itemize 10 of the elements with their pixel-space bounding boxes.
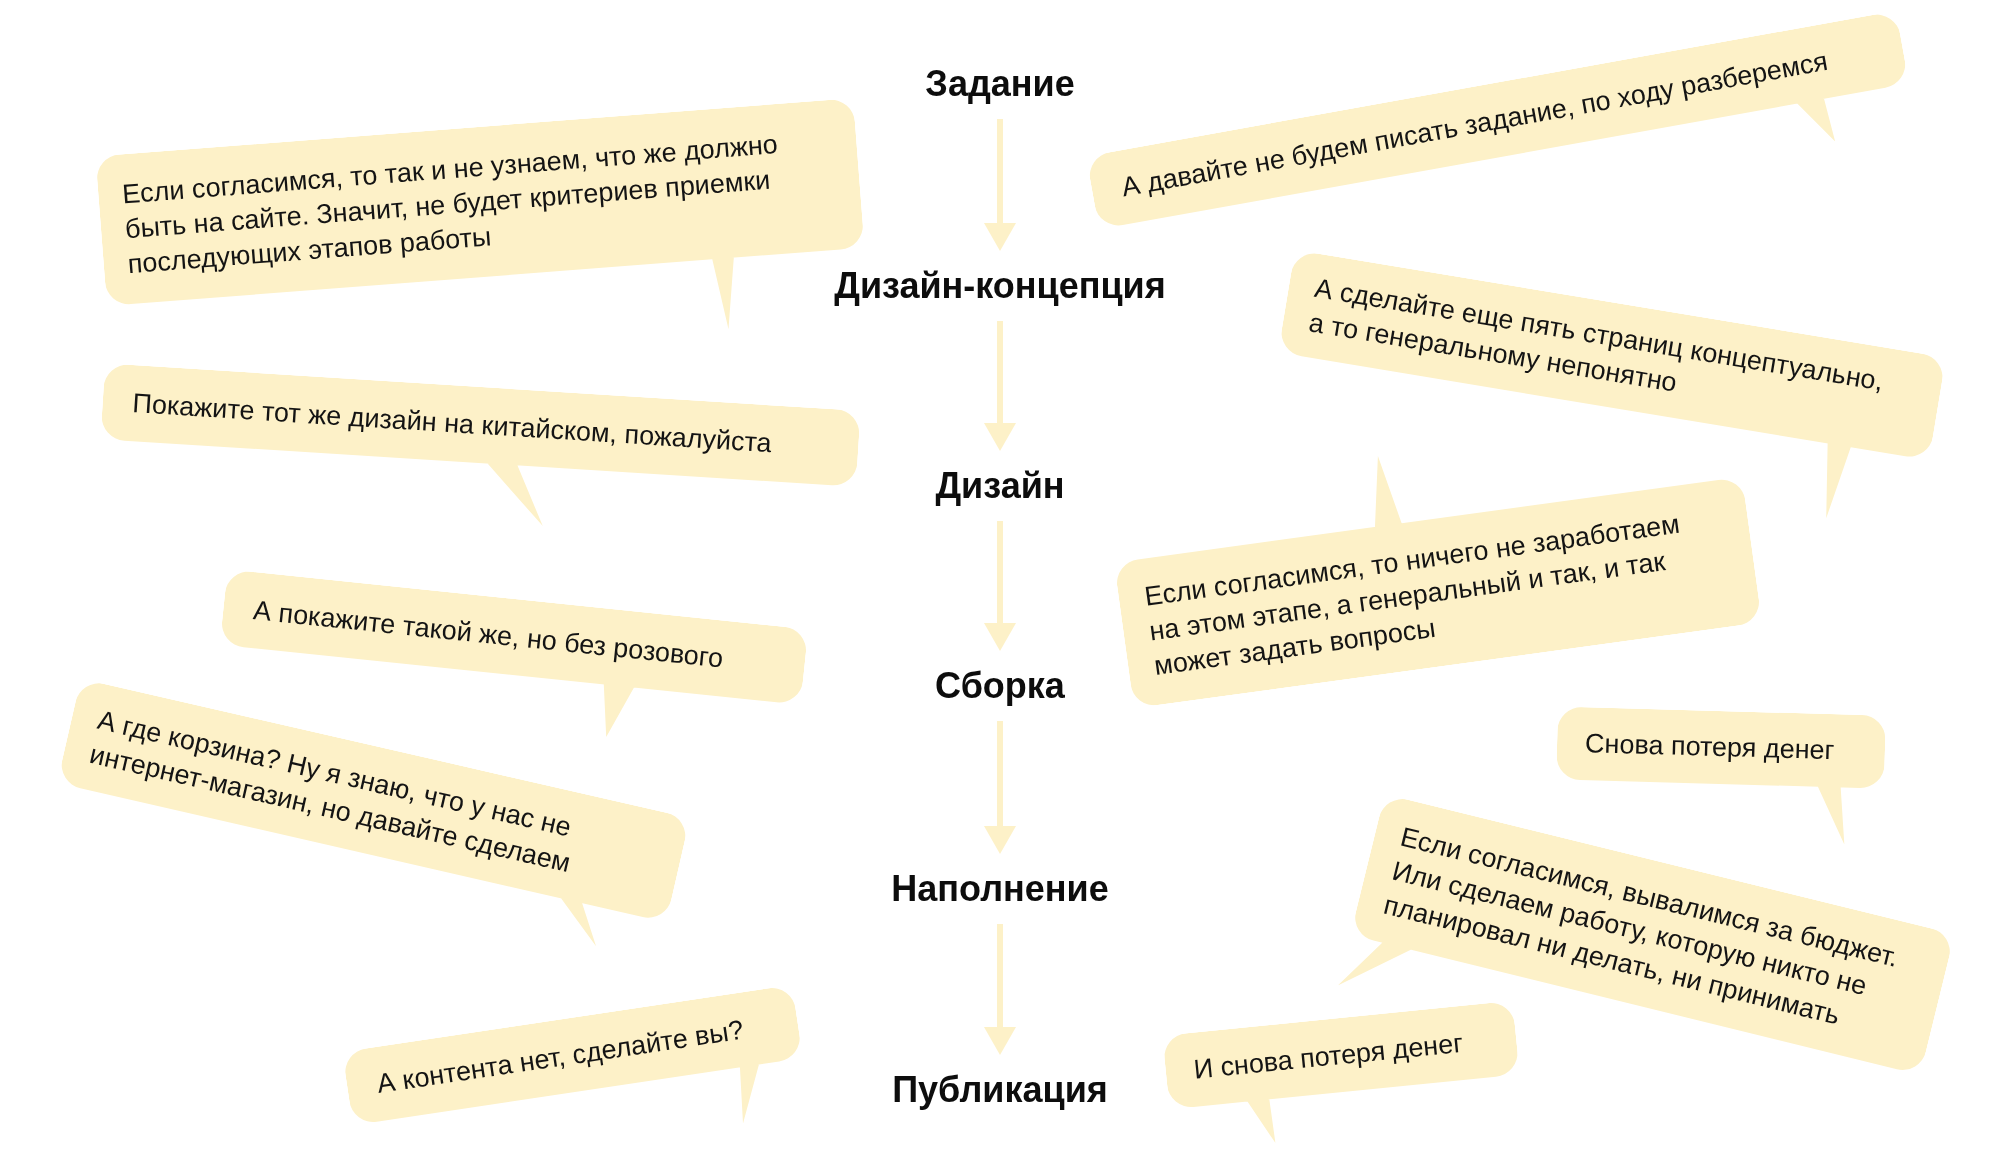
stage-label: Публикация [892,1069,1108,1111]
stage-label: Сборка [935,665,1065,707]
arrow [984,924,1016,1055]
arrow [984,721,1016,854]
stage-label: Задание [925,63,1075,105]
arrow [984,321,1016,451]
stage-label: Наполнение [891,868,1109,910]
stage-label: Дизайн [935,465,1065,507]
arrow [984,119,1016,251]
arrow [984,521,1016,651]
